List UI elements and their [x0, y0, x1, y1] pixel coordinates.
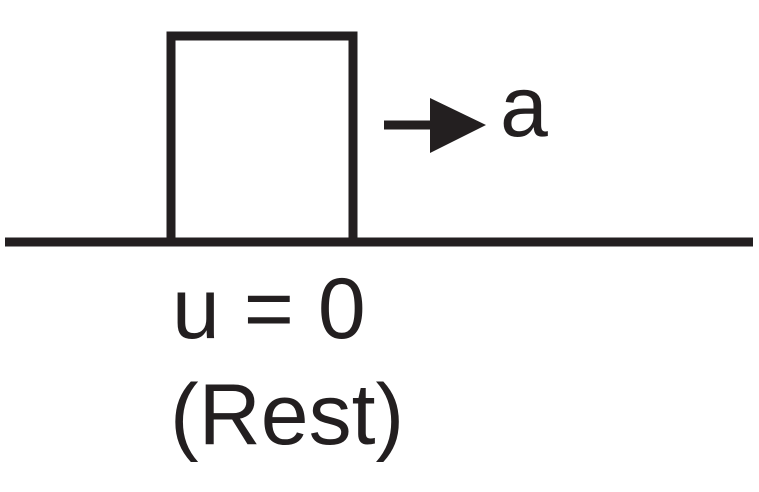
state-label: (Rest): [170, 367, 405, 463]
arrow-right-icon: [384, 98, 486, 153]
block: [166, 31, 358, 247]
acceleration-label: a: [500, 59, 548, 155]
velocity-label: u = 0: [172, 261, 366, 357]
